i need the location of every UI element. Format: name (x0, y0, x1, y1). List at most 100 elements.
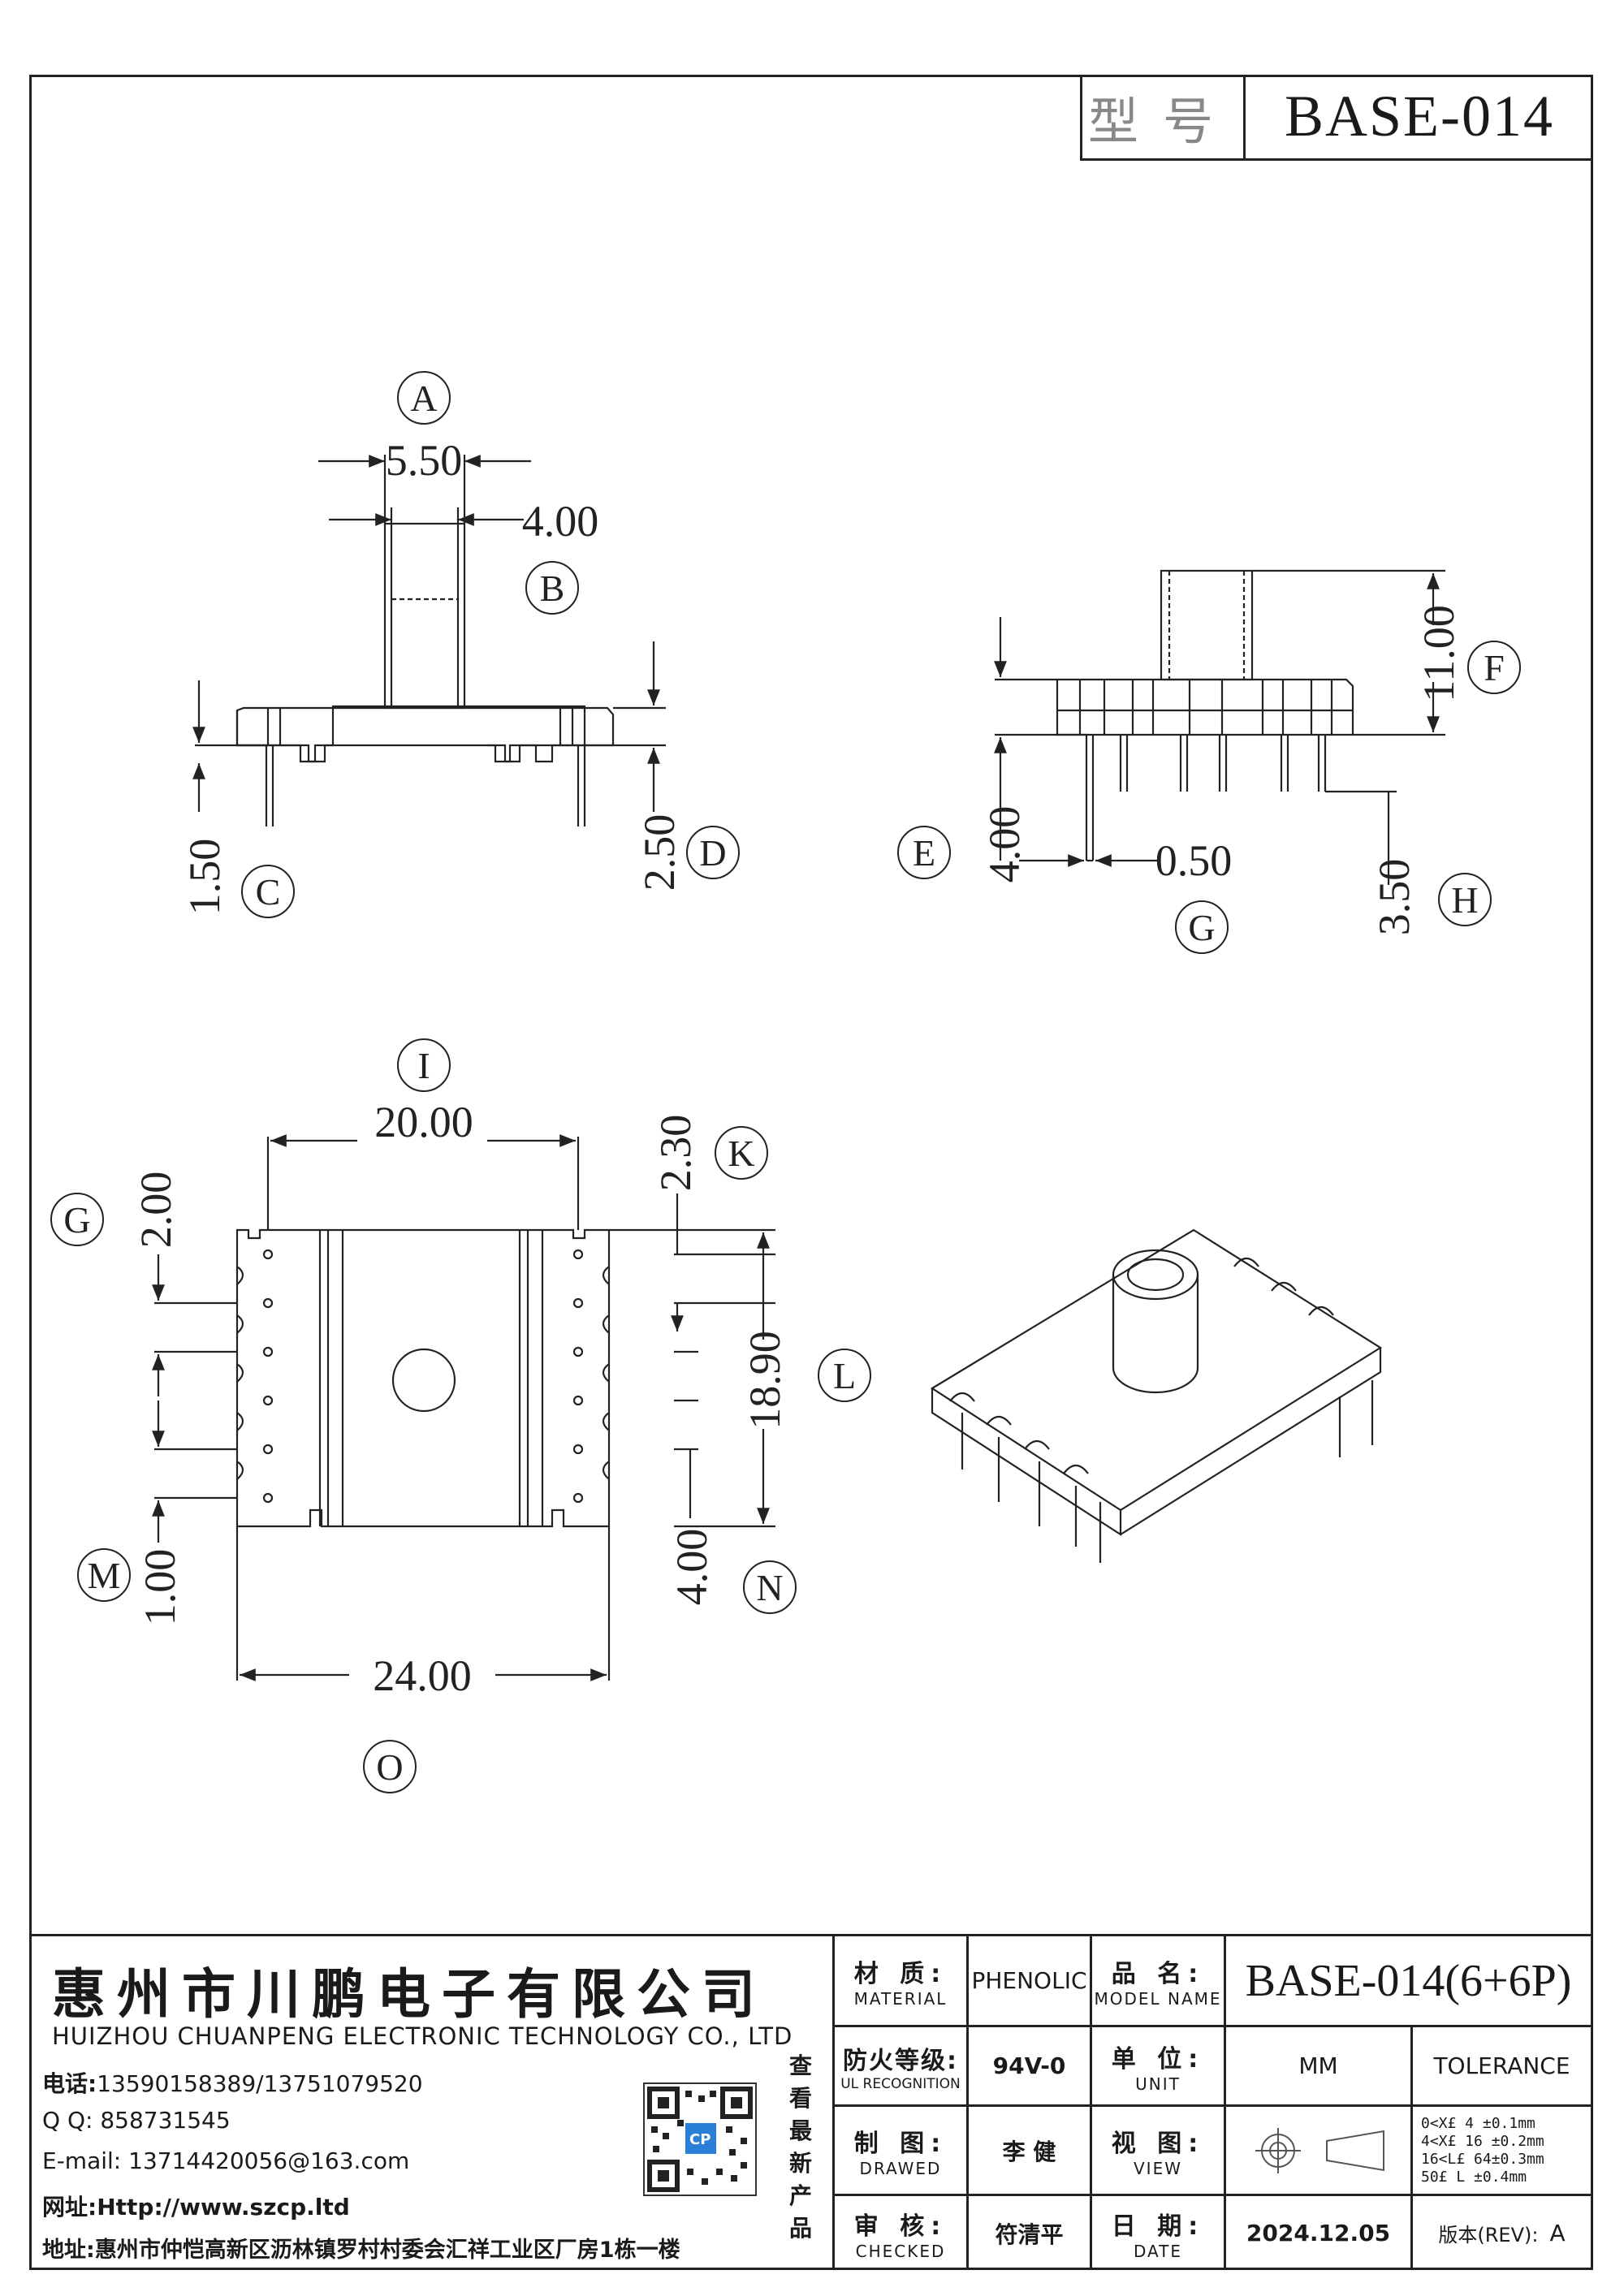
model-name-label-cn: 品 名: (1111, 1959, 1205, 1988)
date-value-cell: 2024.12.05 (1226, 2196, 1413, 2270)
flame-label-en: UL RECOGNITION (840, 2075, 961, 2092)
row-flame: 防火等级: UL RECOGNITION 94V-0 单 位: UNIT MM … (835, 2027, 1591, 2107)
model-label: 型号 (1082, 75, 1246, 158)
address-value: 惠州市仲恺高新区沥林镇罗村村委会汇祥工业区厂房1栋一楼 (94, 2238, 680, 2263)
drawn-label-cn: 制 图: (853, 2129, 948, 2158)
phone-value: 13590158389/13751079520 (97, 2070, 423, 2097)
revision-cell: 版本(REV): A (1413, 2196, 1591, 2270)
callout-a: A (410, 378, 437, 419)
unit-value-cell: MM (1226, 2027, 1413, 2104)
qr-caption-char: 看 (788, 2085, 812, 2112)
dim-i-value: 20.00 (374, 1098, 473, 1146)
drawn-value-cell: 李 健 (969, 2107, 1092, 2194)
dim-k-value: 2.30 (651, 1115, 700, 1192)
qr-caption: 查 看 最 新 产 品 (784, 2050, 817, 2245)
qr-code-pattern (647, 2087, 753, 2192)
dim-c-value: 1.50 (180, 839, 229, 916)
qq-label: Q Q: (42, 2107, 93, 2134)
projection-symbol-cell (1226, 2107, 1413, 2194)
row-checked: 审 核: CHECKED 符清平 日 期: DATE 2024.12.05 版本… (835, 2196, 1591, 2270)
checked-label-en: CHECKED (855, 2241, 946, 2261)
email-label: E-mail: (42, 2147, 122, 2174)
unit-label-en: UNIT (1135, 2074, 1181, 2094)
callout-g-top: G (63, 1199, 90, 1241)
tolerance-row: 4<X£ 16 ±0.2mm (1421, 2132, 1544, 2150)
callout-d: D (699, 832, 726, 874)
address-line: 地址:惠州市仲恺高新区沥林镇罗村村委会汇祥工业区厂房1栋一楼 (42, 2232, 680, 2264)
drawn-label-en: DRAWED (859, 2158, 942, 2178)
flame-key: 防火等级: UL RECOGNITION (835, 2027, 969, 2104)
company-name-cn: 惠州市川鹏电子有限公司 (52, 1963, 767, 2026)
qq-value: 858731545 (100, 2107, 231, 2134)
callout-f: F (1484, 647, 1505, 688)
dim-a-value: 5.50 (386, 436, 463, 485)
side-view (192, 455, 666, 826)
unit-key: 单 位: UNIT (1092, 2027, 1226, 2104)
title-block: 惠州市川鹏电子有限公司 HUIZHOU CHUANPENG ELECTRONIC… (29, 1934, 1593, 2270)
model-key: 品 名: MODEL NAME (1092, 1936, 1226, 2025)
projection-symbol-icon (1255, 2127, 1384, 2173)
material-value: PHENOLIC (971, 1967, 1087, 1994)
callout-g-front: G (1188, 907, 1215, 948)
checked-key: 审 核: CHECKED (835, 2196, 969, 2270)
callout-l: L (833, 1355, 856, 1396)
web-value: Http://www.szcp.ltd (97, 2194, 350, 2220)
dim-h-value: 3.50 (1370, 859, 1419, 936)
drawn-value: 李 健 (1002, 2138, 1056, 2165)
dim-g-top-value: 2.00 (132, 1172, 180, 1249)
date-value: 2024.12.05 (1246, 2220, 1391, 2246)
qr-badge: CP (689, 2131, 711, 2148)
model-value-cell: BASE-014(6+6P) (1226, 1936, 1591, 2025)
material-key: 材 质: MATERIAL (835, 1936, 969, 2025)
callout-e: E (913, 832, 935, 874)
dim-b-value: 4.00 (522, 497, 599, 546)
tolerance-row: 50£ L ±0.4mm (1421, 2168, 1527, 2186)
callout-k: K (728, 1133, 754, 1174)
dim-l-value: 18.90 (741, 1331, 789, 1430)
callout-b: B (540, 568, 565, 609)
dim-f-value: 11.00 (1415, 605, 1463, 702)
material-value-cell: PHENOLIC (969, 1936, 1092, 2025)
tolerance-label: TOLERANCE (1433, 2052, 1570, 2079)
isometric-view (930, 1228, 1383, 1563)
qq-line: Q Q: 858731545 (42, 2107, 231, 2134)
flame-value-cell: 94V-0 (969, 2027, 1092, 2104)
qr-caption-char: 最 (788, 2117, 812, 2144)
view-key: 视 图: VIEW (1092, 2107, 1226, 2194)
row-drawn: 制 图: DRAWED 李 健 视 图: VIEW (835, 2107, 1591, 2196)
model-box: 型号 BASE-014 (1080, 75, 1593, 161)
email-value: 13714420056@163.com (128, 2147, 410, 2174)
callout-h: H (1451, 879, 1478, 921)
title-grid: 材 质: MATERIAL PHENOLIC 品 名: MODEL NAME B… (835, 1936, 1591, 2270)
callout-i: I (417, 1045, 430, 1086)
date-key: 日 期: DATE (1092, 2196, 1226, 2270)
model-name-label-en: MODEL NAME (1094, 1988, 1222, 2009)
callout-c: C (256, 871, 281, 913)
date-label-cn: 日 期: (1111, 2212, 1205, 2241)
dim-o-value: 24.00 (373, 1651, 472, 1700)
drawing-frame (29, 75, 1593, 2270)
web-line: 网址:Http://www.szcp.ltd (42, 2190, 350, 2222)
unit-label-cn: 单 位: (1111, 2044, 1205, 2074)
top-view (152, 1134, 775, 1681)
date-label-en: DATE (1133, 2241, 1183, 2261)
row-material: 材 质: MATERIAL PHENOLIC 品 名: MODEL NAME B… (835, 1936, 1591, 2027)
model-number: BASE-014 (1284, 84, 1555, 149)
qr-caption-char: 品 (788, 2215, 812, 2242)
tolerance-row: 0<X£ 4 ±0.1mm (1421, 2114, 1535, 2132)
tolerance-row: 16<L£ 64±0.3mm (1421, 2150, 1544, 2168)
callout-m: M (88, 1555, 121, 1596)
unit-value: MM (1298, 2052, 1338, 2079)
checked-label-cn: 审 核: (853, 2212, 948, 2241)
tolerance-label-cell: TOLERANCE (1413, 2027, 1591, 2104)
company-name-en: HUIZHOU CHUANPENG ELECTRONIC TECHNOLOGY … (52, 2022, 793, 2050)
dim-e-value: 4.00 (980, 806, 1029, 883)
revision-value: A (1549, 2220, 1566, 2246)
dim-m-value: 1.00 (136, 1549, 184, 1626)
flame-label-cn: 防火等级: (843, 2046, 958, 2075)
phone-label: 电话: (42, 2070, 97, 2097)
view-label-en: VIEW (1134, 2158, 1182, 2178)
revision-label: 版本(REV): (1438, 2224, 1539, 2246)
model-name-value: BASE-014(6+6P) (1245, 1955, 1572, 2006)
